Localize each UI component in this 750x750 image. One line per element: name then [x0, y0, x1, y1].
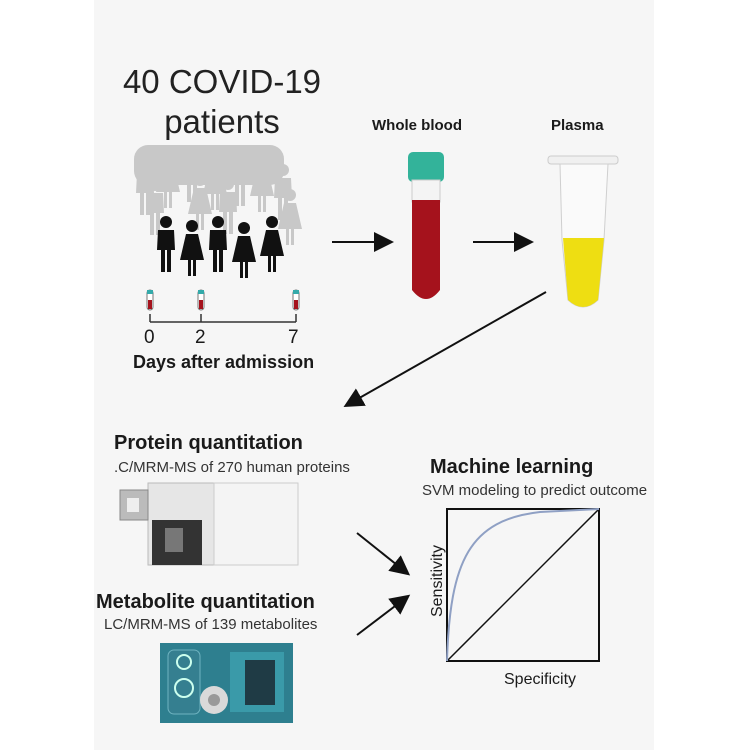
metabolite-subtitle: LC/MRM-MS of 139 metabolites	[104, 616, 318, 633]
timeline-label: Days after admission	[133, 352, 315, 372]
ml-subtitle: SVM modeling to predict outcome	[422, 482, 648, 499]
protein-title: Protein quantitation	[114, 432, 303, 454]
cohort-title-line2: patients	[164, 103, 280, 140]
cohort-title: 40 COVID-19 patients	[112, 62, 332, 142]
mass-spectrometer-icon	[119, 482, 299, 566]
tick-label: 7	[288, 327, 299, 348]
arrow-metabolite-to-ml	[356, 594, 411, 636]
whole-blood-label: Whole blood	[372, 117, 462, 134]
cohort-title-line1: 40 COVID-19	[122, 63, 322, 100]
tick-label: 2	[195, 327, 206, 348]
roc-diagonal	[446, 508, 600, 662]
sample-tube-icon	[197, 289, 205, 311]
tick-label: 0	[144, 327, 155, 348]
arrow-to-analysis	[343, 291, 547, 407]
roc-xlabel: Specificity	[504, 671, 577, 688]
roc-curve	[446, 508, 600, 662]
patients-icon	[157, 216, 284, 278]
protein-subtitle: .C/MRM-MS of 270 human proteins	[114, 459, 350, 476]
sample-tube-icon	[146, 289, 154, 311]
arrow-protein-to-ml	[356, 532, 411, 576]
metabolite-title: Metabolite quantitation	[96, 591, 315, 613]
timeline-axis	[149, 314, 297, 323]
blood-tube-icon	[408, 152, 444, 299]
crowd-silhouette-icon	[134, 145, 302, 245]
plasma-tube-icon	[547, 155, 619, 308]
plasma-label: Plasma	[551, 117, 604, 134]
lc-instrument-icon	[160, 643, 293, 723]
roc-curve-plot	[446, 508, 600, 662]
ml-title: Machine learning	[430, 456, 594, 478]
sample-tube-icon	[292, 289, 300, 311]
roc-ylabel: Sensitivity	[429, 544, 446, 618]
